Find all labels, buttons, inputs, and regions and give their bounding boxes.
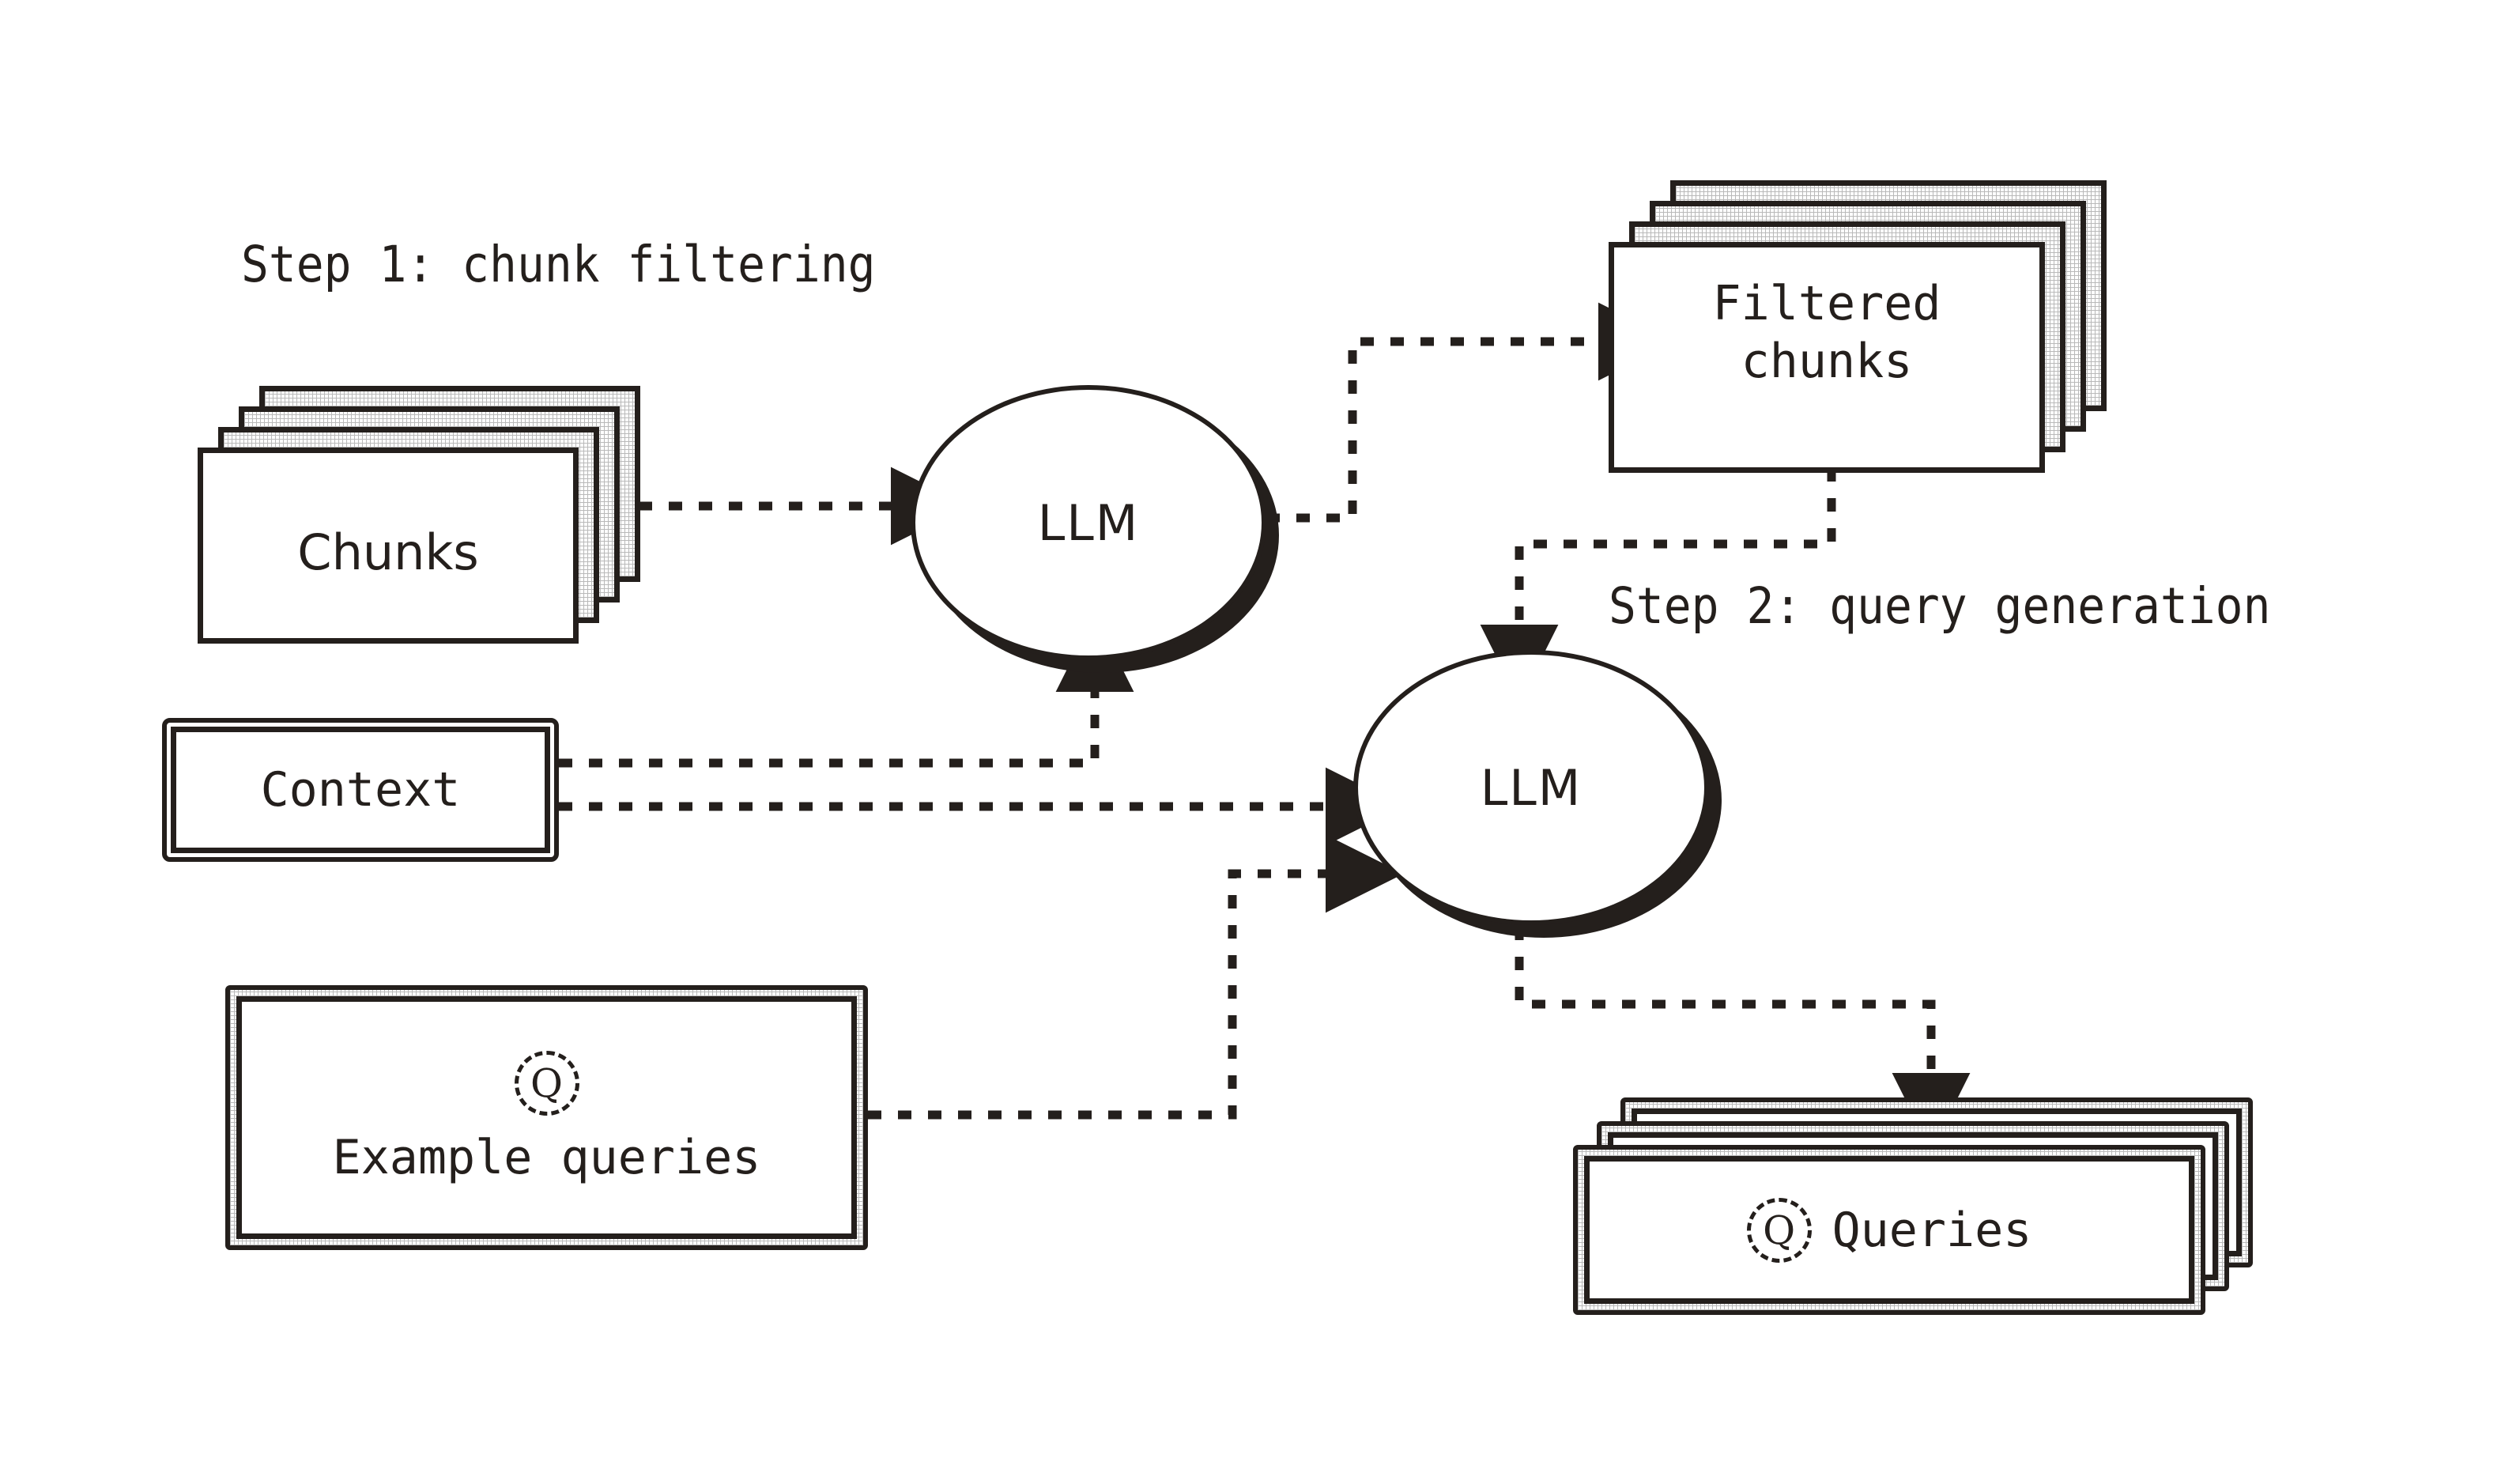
example-queries-card[interactable]: Q Example queries	[225, 985, 868, 1250]
llm-1-label: LLM	[1037, 493, 1140, 552]
chunks-stack[interactable]: Chunks	[198, 386, 640, 647]
query-badge-icon: Q	[1746, 1197, 1812, 1263]
filtered-chunks-label: Filtered chunks	[1712, 276, 1941, 390]
edge-llm1-to-filtered	[1266, 302, 1677, 523]
llm-node-1[interactable]: LLM	[911, 385, 1279, 673]
step-2-title: Step 2: query generation	[1609, 577, 2271, 635]
llm-node-2[interactable]: LLM	[1353, 650, 1722, 938]
queries-card[interactable]: Q Queries	[1573, 1145, 2205, 1315]
filtered-sheet-front	[1609, 242, 2045, 473]
context-label: Context	[260, 762, 461, 818]
context-box[interactable]: Context	[162, 718, 559, 862]
example-queries-content: Q Example queries	[236, 996, 857, 1239]
edge-context-to-llm1	[559, 614, 1134, 768]
queries-front-inner	[1584, 1156, 2194, 1304]
context-inner-border	[171, 727, 550, 853]
example-queries-inner	[236, 996, 857, 1239]
chunks-sheet-front	[198, 448, 579, 644]
llm-1-face: LLM	[911, 385, 1266, 660]
example-queries-label: Example queries	[332, 1129, 761, 1185]
chunks-label: Chunks	[297, 523, 479, 581]
queries-label: Queries	[1832, 1202, 2032, 1258]
edge-filtered-to-llm2	[1480, 468, 1836, 703]
query-badge-icon: Q	[514, 1050, 579, 1116]
filtered-chunks-stack[interactable]: Filtered chunks	[1609, 180, 2107, 473]
edge-llm2-to-queries	[1515, 927, 1971, 1151]
edge-examplequeries-to-llm2	[868, 834, 1404, 1120]
llm-2-face: LLM	[1353, 650, 1709, 925]
queries-content: Q Queries	[1584, 1156, 2194, 1304]
step-1-title: Step 1: chunk filtering	[241, 236, 876, 293]
llm-2-label: LLM	[1480, 758, 1583, 817]
